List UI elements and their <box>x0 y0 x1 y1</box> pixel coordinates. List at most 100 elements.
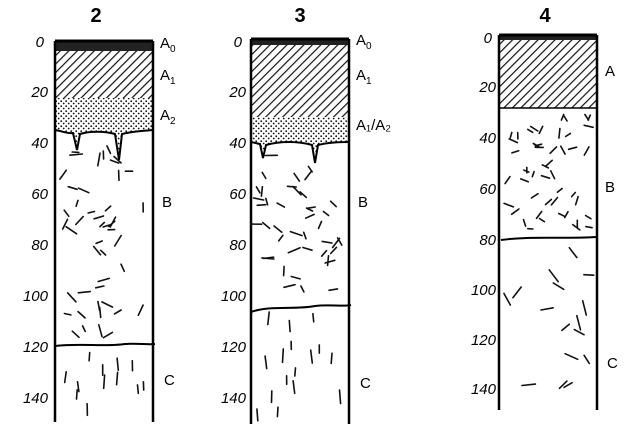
horizon-label-a0: A0 <box>160 35 176 55</box>
texture-dash <box>77 310 86 319</box>
texture-dash <box>508 138 519 144</box>
b-c-boundary <box>500 236 598 241</box>
texture-dash <box>299 191 308 199</box>
texture-dash <box>88 351 91 362</box>
texture-dash <box>583 354 591 365</box>
texture-dash <box>563 210 569 219</box>
texture-dash <box>320 249 328 258</box>
texture-dash <box>273 225 283 233</box>
texture-dash <box>261 221 271 230</box>
texture-dash <box>75 215 84 226</box>
texture-dash <box>559 145 566 155</box>
texture-dash <box>81 325 86 333</box>
texture-dash <box>94 285 105 289</box>
horizon-c-texture <box>63 351 145 417</box>
texture-dash <box>322 210 330 217</box>
texture-dash <box>552 282 565 291</box>
texture-dash <box>63 209 70 218</box>
texture-dash <box>282 265 285 277</box>
b-c-boundary <box>250 304 352 313</box>
texture-dash <box>264 355 268 370</box>
depth-tick: 20 <box>478 79 496 96</box>
texture-dash <box>93 215 105 220</box>
texture-dash <box>67 185 78 191</box>
texture-dash <box>336 237 343 246</box>
texture-dash <box>521 383 537 387</box>
texture-dash <box>329 200 338 208</box>
texture-dash <box>109 216 117 228</box>
texture-dash <box>544 198 553 206</box>
texture-dash <box>549 170 556 180</box>
texture-dash <box>581 299 588 316</box>
texture-dash <box>304 213 315 219</box>
horizon-c-texture <box>503 246 595 390</box>
texture-dash <box>509 131 513 139</box>
texture-dash <box>321 240 333 244</box>
texture-dash <box>256 203 267 207</box>
texture-dash <box>98 323 103 338</box>
depth-tick: 20 <box>228 84 246 101</box>
depth-tick: 120 <box>471 332 497 349</box>
texture-dash <box>87 210 96 214</box>
texture-dash <box>583 124 594 129</box>
texture-dash <box>556 187 563 193</box>
texture-dash <box>264 197 269 206</box>
texture-dash <box>560 113 565 121</box>
texture-dash <box>288 319 291 333</box>
texture-dash <box>97 277 111 283</box>
texture-dash <box>557 212 566 217</box>
texture-dash <box>523 169 530 173</box>
texture-dash <box>532 142 540 148</box>
depth-tick: 140 <box>221 390 247 407</box>
texture-dash <box>519 178 530 183</box>
texture-dash <box>95 240 103 245</box>
texture-dash <box>77 290 91 294</box>
horizon-label-a2: A2 <box>160 107 176 127</box>
texture-dash <box>584 214 592 220</box>
horizon-b-texture <box>59 145 144 339</box>
depth-tick: 60 <box>229 186 246 203</box>
horizon-label-a1-a2: A₁/A₂ <box>356 117 391 134</box>
texture-dash <box>77 187 90 194</box>
horizon-label-c: C <box>360 375 371 392</box>
depth-tick: 0 <box>234 34 243 51</box>
profile-2: 2 0 20 40 60 80 100 120 140 A0 A1 A2 B C <box>23 5 176 422</box>
texture-dash <box>276 202 286 208</box>
texture-dash <box>292 185 302 196</box>
depth-tick: 120 <box>221 339 247 356</box>
depth-tick: 80 <box>229 237 246 254</box>
texture-dash <box>312 312 315 323</box>
texture-dash <box>302 246 313 251</box>
horizon-a0-layer <box>55 41 153 51</box>
a2-b-boundary <box>54 129 154 161</box>
texture-dash <box>510 208 520 216</box>
texture-dash <box>252 197 265 201</box>
horizon-label-a1: A1 <box>356 67 372 87</box>
texture-dash <box>109 159 120 164</box>
texture-dash <box>503 292 512 306</box>
texture-dash <box>101 301 114 308</box>
texture-dash <box>548 268 560 283</box>
texture-dash <box>563 381 573 389</box>
horizon-a1-a2-layer <box>251 117 349 163</box>
texture-dash <box>75 199 79 208</box>
texture-dash <box>98 306 102 319</box>
depth-tick: 0 <box>36 34 45 51</box>
texture-dash <box>568 246 578 259</box>
texture-dash <box>106 145 112 155</box>
texture-dash <box>587 114 592 121</box>
texture-dash <box>526 128 534 134</box>
texture-dash <box>574 195 579 206</box>
texture-dash <box>102 331 114 339</box>
horizon-label-a0: A0 <box>356 32 372 52</box>
texture-dash <box>573 328 585 336</box>
texture-dash <box>102 224 111 228</box>
profile-number: 4 <box>539 5 551 27</box>
texture-dash <box>511 149 520 154</box>
texture-dash <box>558 380 568 390</box>
texture-dash <box>550 196 559 206</box>
texture-dash <box>564 132 572 138</box>
texture-dash <box>61 218 69 230</box>
texture-dash <box>71 330 80 339</box>
depth-tick: 40 <box>31 135 48 152</box>
